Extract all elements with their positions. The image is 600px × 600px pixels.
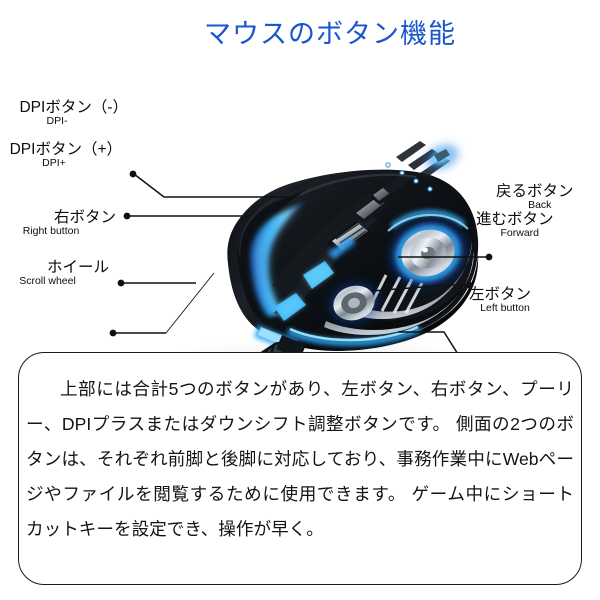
callout-right-button-en: Right button xyxy=(22,224,80,237)
logo-led xyxy=(425,144,459,170)
side-disc-small xyxy=(329,282,379,324)
callout-left-button: 左ボタン Left button xyxy=(469,287,531,314)
callout-left-button-en: Left button xyxy=(480,301,530,314)
gaming-mouse-image xyxy=(167,141,479,400)
callout-dpi-plus: DPIボタン（+） DPI+ xyxy=(0,142,122,169)
callout-dpi-plus-jp: DPIボタン（+） xyxy=(9,141,122,158)
callout-forward-button-en: Forward xyxy=(500,226,540,239)
dpi-buttons xyxy=(352,173,412,224)
callout-back-button-jp: 戻るボタン xyxy=(496,183,574,200)
callout-scroll-wheel: ホイール Scroll wheel xyxy=(0,260,109,287)
top-led-dots xyxy=(384,161,434,193)
callout-dpi-minus: DPIボタン（-） DPI- xyxy=(0,100,128,127)
callout-dpi-plus-en: DPI+ xyxy=(42,156,66,169)
callout-scroll-wheel-en: Scroll wheel xyxy=(19,274,76,287)
page-title-text: マウスのボタン機能 xyxy=(204,19,456,49)
scroll-wheel xyxy=(326,221,372,259)
side-thumb-leds xyxy=(274,261,334,321)
callout-back-button-en: Back xyxy=(528,198,552,211)
callout-left-button-jp: 左ボタン xyxy=(469,286,532,303)
callout-forward-button-jp: 進むボタン xyxy=(476,211,554,228)
callout-dpi-minus-en: DPI- xyxy=(46,114,68,127)
callout-forward-button: 進むボタン Forward xyxy=(476,212,554,239)
description-box xyxy=(18,352,582,585)
mouse-diagram: DPIボタン（-） DPI- DPIボタン（+） DPI+ 右ボタン Right… xyxy=(0,60,600,400)
description-text: 上部には合計5つのボタンがあり、左ボタン、右ボタン、プーリー、DPIプラスまたは… xyxy=(26,379,574,539)
side-disc-large xyxy=(390,220,466,286)
callout-back-button: 戻るボタン Back xyxy=(496,184,574,211)
callout-right-button: 右ボタン Right button xyxy=(0,210,116,237)
callout-dpi-minus-jp: DPIボタン（-） xyxy=(19,99,128,116)
mouse-illustration xyxy=(120,135,490,400)
callout-scroll-wheel-jp: ホイール xyxy=(46,259,109,276)
callout-right-button-jp: 右ボタン xyxy=(53,209,116,226)
page-title: マウスのボタン機能 xyxy=(0,12,600,51)
